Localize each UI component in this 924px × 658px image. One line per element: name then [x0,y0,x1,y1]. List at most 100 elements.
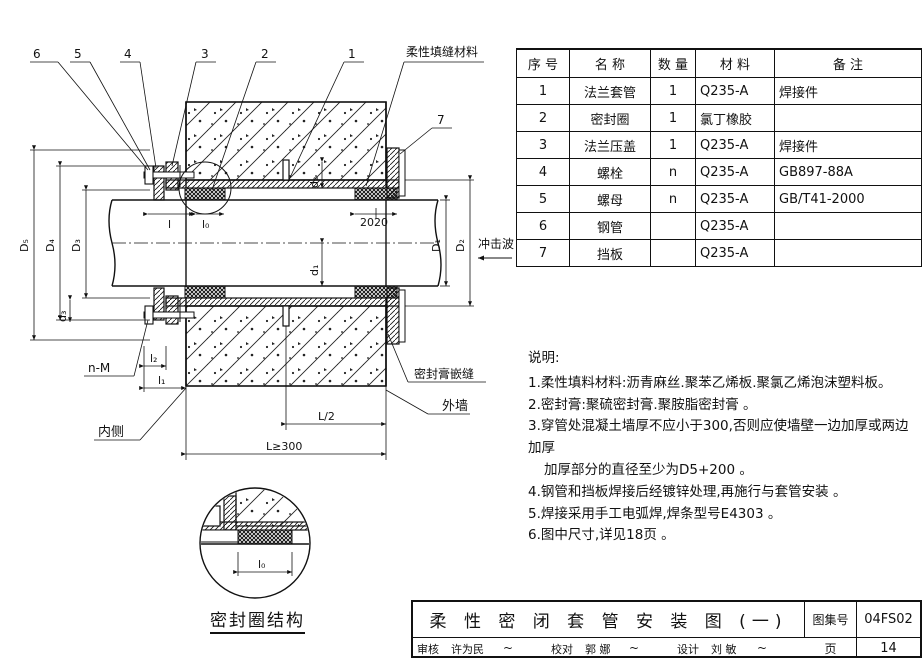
note-6: 6.图中尺寸,详见18页 。 [528,527,675,544]
callout-1: 1 [348,47,356,61]
atlas-label: 图集号 [805,602,857,638]
row-qty: 1 [650,131,696,159]
steel-pipe [108,199,442,287]
row-material: Q235-A [695,158,775,186]
row-index: 1 [516,77,570,105]
note-2: 2.密封膏:聚硫密封膏.聚胺脂密封膏 。 [528,396,757,413]
header-remarks: 备 注 [774,48,922,78]
reviewer-name: 许为民 [451,643,484,656]
dim-full-l: L≥300 [266,440,302,453]
callout-7: 7 [437,113,445,127]
header-name: 名 称 [569,48,651,78]
sealant-label: 密封膏嵌缝 [414,366,474,381]
dim-d5: D₅ [18,239,31,252]
drawing-title: 柔 性 密 闭 套 管 安 装 图 (一) [413,602,805,638]
note-1: 1.柔性填料材料:沥青麻丝.聚苯乙烯板.聚氯乙烯泡沫塑料板。 [528,374,892,391]
leader-lines [30,61,486,441]
dim-l1: l₁ [158,374,165,387]
row-material: Q235-A [695,239,775,267]
row-name: 密封圈 [569,104,651,132]
atlas-number: 04FS02 [857,602,920,638]
callout-5: 5 [74,47,82,61]
design-label: 设计 [677,643,699,656]
row-material: Q235-A [695,212,775,240]
row-index: 4 [516,158,570,186]
note-3a: 3.穿管处混凝土墙厚不应小于300,否则应使墙壁一边加厚或两边加厚 [528,418,909,457]
row-name: 螺栓 [569,158,651,186]
impact-wave-label: 冲击波 [478,236,514,251]
row-qty: n [650,158,696,186]
row-index: 6 [516,212,570,240]
header-material: 材 料 [695,48,775,78]
dim-d2-small: d₂ [308,177,321,188]
check-label: 校对 [551,643,573,656]
dim-l2: l₂ [150,352,157,365]
callout-3: 3 [201,47,209,61]
dim-d3: D₃ [70,239,83,252]
baffle-plate [386,147,406,345]
dimension-lines [30,145,474,460]
row-qty: 1 [650,77,696,105]
dim-l0: l₀ [202,218,210,231]
detail-caption: 密封圈结构 [210,606,305,634]
row-qty: 1 [650,104,696,132]
row-remarks: 焊接件 [774,77,922,105]
designer-name: 刘 敏 [711,643,737,656]
filler-material-label: 柔性填缝材料 [406,44,478,59]
sealing-ring-detail: l₀ [199,487,311,599]
bolt-label: n-M [88,361,110,375]
page-number: 14 [880,640,897,656]
row-qty [650,212,696,240]
row-material: Q235-A [695,185,775,213]
row-material: 氯丁橡胶 [695,104,775,132]
callout-2: 2 [261,47,269,61]
checker-signature: ~ [629,641,640,655]
row-name: 法兰压盖 [569,131,651,159]
reviewer-signature: ~ [503,641,514,655]
bolt-assembly [143,165,195,325]
note-5: 5.焊接采用手工电弧焊,焊条型号E4303 。 [528,505,782,522]
callout-4: 4 [124,47,132,61]
row-remarks: GB/T41-2000 [774,185,922,213]
notes-title: 说明: [528,350,560,366]
dim-d1-small: d₁ [308,265,321,276]
row-remarks: 焊接件 [774,131,922,159]
inner-side-label: 内侧 [98,424,124,440]
row-remarks [774,212,922,240]
row-remarks [774,104,922,132]
callout-6: 6 [33,47,41,61]
row-remarks: GB897-88A [774,158,922,186]
row-name: 螺母 [569,185,651,213]
signature-row: 审核 许为民 ~ 校对 郭 娜 ~ 设计 刘 敏 ~ [413,638,805,658]
row-name: 钢管 [569,212,651,240]
dim-half-l: L/2 [318,410,335,423]
header-qty: 数 量 [650,48,696,78]
outer-wall-label: 外墙 [442,399,468,414]
note-3b: 加厚部分的直径至少为D5+200 。 [544,461,753,478]
dim-d4: D₄ [44,239,57,252]
header-index: 序 号 [516,48,570,78]
dim-d3-small: d₃ [56,311,69,322]
row-qty [650,239,696,267]
row-remarks [774,239,922,267]
dimension-texts: D₅ D₄ D₃ D₁ D₂ d₃ d₂ d₁ l l₀ 2020 l₂ l₁ … [18,177,467,453]
row-index: 3 [516,131,570,159]
page-label: 页 [805,638,857,658]
row-material: Q235-A [695,131,775,159]
row-index: 2 [516,104,570,132]
row-name: 法兰套管 [569,77,651,105]
row-qty: n [650,185,696,213]
designer-signature: ~ [757,641,768,655]
dim-d2: D₂ [454,239,467,252]
review-label: 审核 [417,643,439,656]
row-material: Q235-A [695,77,775,105]
